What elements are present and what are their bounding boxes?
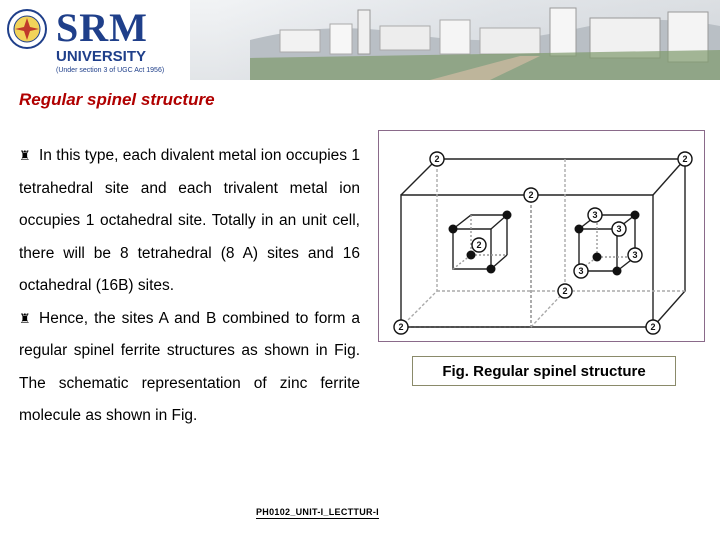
figure-caption: Fig. Regular spinel structure [412, 356, 676, 386]
site-label-text: 2 [650, 322, 655, 332]
header-banner: SRM UNIVERSITY (Under section 3 of UGC A… [0, 0, 720, 80]
site-label-circle [627, 247, 643, 263]
site-label-circle [677, 151, 693, 167]
site-label-text: 3 [592, 210, 597, 220]
srm-logo: SRM UNIVERSITY (Under section 3 of UGC A… [6, 5, 164, 78]
site-label-circle [645, 319, 661, 335]
site-label-text: 2 [398, 322, 403, 332]
paragraph-2: ♜Hence, the sites A and B combined to fo… [19, 303, 360, 433]
slide-body: ♜In this type, each divalent metal ion o… [19, 140, 360, 433]
site-label-text: 3 [632, 250, 637, 260]
spinel-diagram: 2 2 2 2 2 2 2 3 3 3 3 [393, 151, 693, 335]
university-seal-icon [7, 9, 47, 49]
site-label-circle [557, 283, 573, 299]
spinel-structure-figure: 2 2 2 2 2 2 2 3 3 3 3 [378, 130, 705, 342]
ornament-bullet-icon: ♜ [19, 148, 31, 163]
logo-wordmark: SRM [56, 5, 148, 50]
logo-subtitle: (Under section 3 of UGC Act 1956) [56, 67, 165, 74]
site-label-circle [523, 187, 539, 203]
site-label-text: 3 [616, 224, 621, 234]
site-label-text: 2 [434, 154, 439, 164]
site-label-text: 2 [528, 190, 533, 200]
site-label-circle [611, 221, 627, 237]
campus-photo [190, 0, 720, 80]
logo-university-text: UNIVERSITY [56, 48, 147, 65]
site-label-text: 2 [682, 154, 687, 164]
paragraph-1-text: In this type, each divalent metal ion oc… [19, 147, 360, 294]
site-label-circle [429, 151, 445, 167]
site-label-circle [573, 263, 589, 279]
site-label-text: 3 [578, 266, 583, 276]
site-label-text: 2 [476, 240, 481, 250]
ornament-bullet-icon: ♜ [19, 310, 31, 326]
site-label-text: 2 [562, 286, 567, 296]
site-label-circle [587, 207, 603, 223]
footer-lecture-code: PH0102_UNIT-I_LECTTUR-I [256, 507, 379, 519]
paragraph-2-text: Hence, the sites A and B combined to for… [19, 309, 360, 425]
slide-title: Regular spinel structure [19, 90, 215, 109]
site-label-circle [471, 237, 487, 253]
site-label-circle [393, 319, 409, 335]
paragraph-1: ♜In this type, each divalent metal ion o… [19, 140, 360, 303]
